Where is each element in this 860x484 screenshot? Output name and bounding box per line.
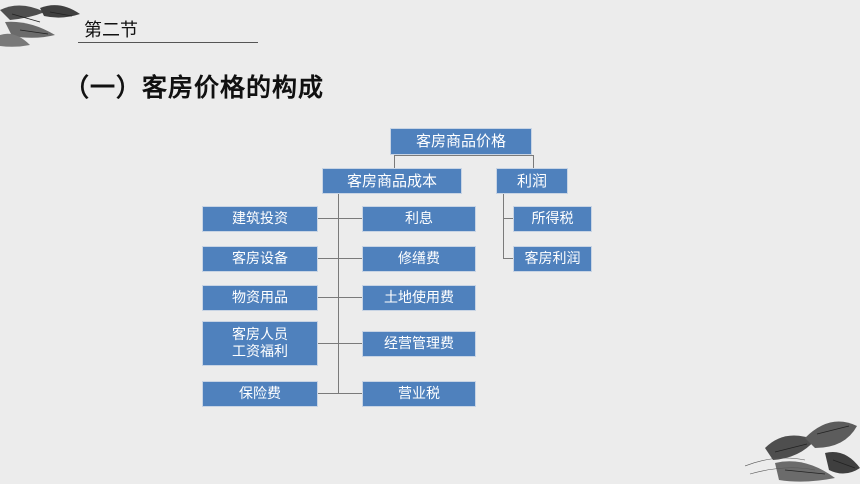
connector-branch-2: [318, 258, 362, 259]
node-profit-item-1: 所得税: [513, 206, 592, 232]
node-cost-right-1: 利息: [362, 206, 476, 232]
node-cost-left-1: 建筑投资: [202, 206, 318, 232]
connector-branch-5: [318, 393, 362, 394]
node-profit: 利润: [496, 168, 568, 194]
node-cost-left-3: 物资用品: [202, 285, 318, 311]
node-cost-right-5: 营业税: [362, 381, 476, 407]
node-cost: 客房商品成本: [322, 168, 462, 194]
ink-flower-topleft-decoration: [0, 5, 80, 47]
connector-root-bar: [394, 155, 534, 156]
node-cost-left-2: 客房设备: [202, 246, 318, 272]
node-cost-left-5: 保险费: [202, 381, 318, 407]
connector-branch-4: [318, 343, 362, 344]
node-profit-item-2: 客房利润: [513, 246, 592, 272]
header-divider: [78, 42, 258, 43]
connector-branch-1: [318, 218, 362, 219]
node-cost-right-4: 经营管理费: [362, 331, 476, 357]
connector-profit-branch-2: [503, 258, 513, 259]
connector-cost-trunk: [338, 194, 339, 394]
page-title: （一）客房价格的构成: [64, 73, 325, 102]
node-cost-right-3: 土地使用费: [362, 285, 476, 311]
connector-root-drop-profit: [533, 155, 534, 168]
section-label: 第二节: [84, 20, 138, 41]
connector-profit-trunk: [503, 194, 504, 259]
connector-root-drop-cost: [394, 155, 395, 168]
node-root: 客房商品价格: [390, 128, 532, 155]
connector-branch-3: [318, 297, 362, 298]
node-cost-left-4: 客房人员 工资福利: [202, 321, 318, 366]
ink-flower-bottomright-decoration: [745, 421, 860, 482]
connector-profit-branch-1: [503, 218, 513, 219]
node-cost-right-2: 修缮费: [362, 246, 476, 272]
